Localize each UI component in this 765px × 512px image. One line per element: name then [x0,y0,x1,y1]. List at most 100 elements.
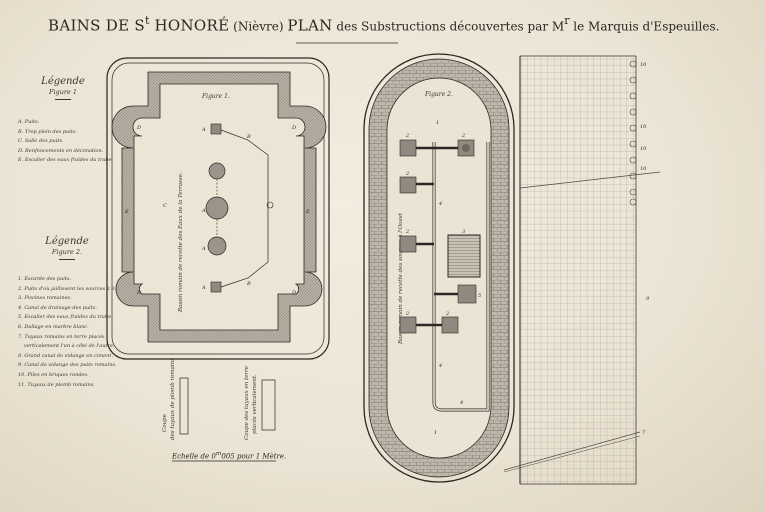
legend-2-item: 6. Dallage en marbre blanc. [18,323,89,330]
legend-2-item: verticalement l'un à côté de l'autre. [24,343,115,350]
figure-1-letter-c: C [163,203,167,209]
legend-2-item: 5. Escalier des eaux fraides du trabe. [18,314,113,321]
grid-diagonal-line [503,435,641,473]
grid-ring-marker [629,108,637,116]
grid-marker-label: 7 [642,430,646,436]
legend-2-list: 1. Escarde des puits. 2. Puits d'où jail… [18,275,120,390]
figure-2-number-4: 4 [438,363,442,369]
legend-2-heading: Légende [45,236,89,247]
legend-2-item: 11. Tuyaux de plomb romains. [18,381,95,388]
figure-1-letter-d: D [136,125,141,131]
legend-1-heading: Légende [41,76,85,87]
title-part-4: PLAN [287,16,333,35]
grid-marker-label: 10 [640,166,647,172]
legend-2-item: 7. Tuyaux romains en terre placés [18,333,105,340]
scale-unit: m [215,451,222,457]
legend-1-rule [55,99,71,100]
legend-2-item: 9. Canal de vidange des puits romains. [18,362,117,369]
grid-ring-marker [629,198,637,206]
figure-1-pool-2 [205,196,229,220]
section-drawings: Coupe des tuyaux de plomb romains Coupe … [162,358,276,440]
grid-ring-marker [629,124,637,132]
grid-ring-marker [629,60,637,68]
grid-ring-marker [629,92,637,100]
legend-1-item: D. Renfoncements en décimation. [18,147,104,154]
figure-1-letter-a: A [201,208,206,214]
legend-1-list: A. Puits. B. Trop plein des puits. C. Sa… [18,118,114,166]
figure-2-drain-inner [433,142,489,411]
scale-caption: Echelle de 0m005 pour 1 Mètre. [172,451,286,460]
figure-2-number-2: 2 [405,133,409,139]
figure-2-label: Figure 2. [424,91,453,98]
figure-1-pool-1 [208,162,226,180]
figure-1-letter-b: B [246,134,251,140]
legend-1-subheading: Figure 1 [48,88,78,96]
plan-title: BAINS DE St HONORÉ (Nièvre) PLAN des Sub… [48,14,719,34]
figure-2-well-spring [462,144,470,152]
figure-2-number-5: 5 [478,293,481,299]
figure-2-well [399,235,417,253]
grid-ring-marker [629,188,637,196]
figure-1-letter-e: E [124,209,129,215]
figure-2-number-1: 1 [436,120,439,126]
figure-2-number-3: 3 [462,229,465,235]
title-part-5: des Substructions découvertes par M [332,19,565,34]
grid-ring-marker [629,172,637,180]
grid-marker-label: 10 [640,124,647,130]
section-1-subtitle: des tuyaux de plomb romains [170,358,176,440]
legend-1-item: A. Puits. [18,119,40,125]
figure-2-well [457,284,477,304]
title-sup-2: r [564,14,570,27]
figure-1-letter-e: E [305,209,310,215]
figure-1-letter-d: D [291,125,296,131]
figure-1-letter-a: A [201,246,206,252]
grid-section: 10 10 10 10 9 7 [503,55,661,485]
figure-1-basin-text: Bassin romain de recette des Eaux de la … [178,172,184,313]
section-2-subtitle: placés verticalement. [251,374,258,434]
figure-2-number-4: 4 [459,400,463,406]
figure-2-roman-pool [447,234,481,278]
section-clay-pipes [261,379,276,431]
figure-2-outer-border [363,53,515,483]
legend-2-item: 3. Piscines romaines. [18,295,72,302]
legend-1-item: E. Escalier des eaux fraides du trabe. [18,157,114,164]
grid-marker-label: 10 [640,62,647,68]
scale-value: 005 [221,452,235,461]
figure-1-valve [266,201,274,209]
legend-1-item: C. Salle des puits. [18,138,64,145]
figure-2-number-2: 2 [405,229,409,235]
title-part-2: HONORÉ [149,16,230,35]
figure-2-number-2: 2 [405,311,409,317]
figure-1-plan: Figure 1. Bassin romain de recette des E… [106,57,330,360]
title-part-3: (Nièvre) [229,19,288,34]
figure-1-outer-border [106,57,330,360]
grid-marker-label: 10 [640,146,647,152]
legend-2-rule [59,259,75,260]
figure-1-letter-d: D [291,290,296,296]
figure-1-well-top [210,123,222,135]
figure-1-letter-d: D [136,290,141,296]
figure-2-well [399,316,417,334]
grid-ring-marker [629,156,637,164]
figure-2-well [399,176,417,194]
grid-diagonal-line [519,171,661,189]
figure-2-number-2: 2 [405,171,409,177]
legend-2-item: 10. Piles en briques rondes. [18,371,89,378]
figure-1-letter-a: A [201,127,206,133]
section-lead-pipe [179,377,189,435]
legend-figure-1: Légende Figure 1 A. Puits. B. Trop plein… [18,76,114,166]
grid-marker-label: 9 [646,296,650,302]
figure-1-inner-border [111,62,325,355]
figure-1-label: Figure 1. [201,93,230,100]
figure-1-letter-b: B [246,281,251,287]
legend-1-item: B. Trop plein des puits. [18,128,78,135]
figure-2-number-1: 1 [434,430,437,436]
figure-1-well-bottom [210,281,222,293]
scale-suffix: pour 1 Mètre. [234,452,287,461]
figure-2-basin-floor [386,77,492,459]
legend-2-subheading: Figure 2. [51,248,83,256]
figure-2-number-4: 4 [438,201,442,207]
grid-ring-marker [629,76,637,84]
